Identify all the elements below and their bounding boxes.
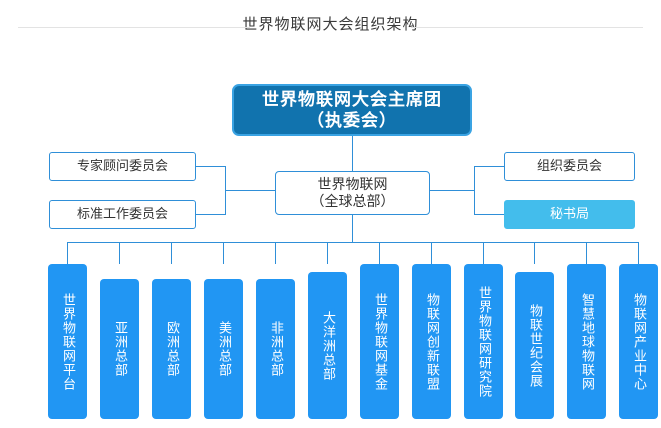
node-child-1-label: 世界物联网平台 <box>60 292 76 391</box>
connector-left-stub-2 <box>195 214 226 215</box>
node-chairman-line1: 世界物联网大会主席团 <box>262 89 442 109</box>
node-organizing-committee-label: 组织委员会 <box>536 158 602 174</box>
connector-right-to-hq <box>430 190 475 191</box>
node-child-12-label: 物联网产业中心 <box>631 292 647 391</box>
connector-child-drop-9 <box>483 242 484 264</box>
node-organizing-committee[interactable]: 组织委员会 <box>504 152 635 181</box>
node-child-4-label: 美洲总部 <box>216 321 232 377</box>
node-child-2-label: 亚洲总部 <box>112 321 128 377</box>
node-child-10[interactable]: 物联世纪会展 <box>515 272 554 419</box>
connector-child-drop-1 <box>67 242 68 264</box>
node-child-8-label: 物联网创新联盟 <box>424 292 440 391</box>
node-child-7[interactable]: 世界物联网基金 <box>360 264 399 419</box>
node-child-8[interactable]: 物联网创新联盟 <box>412 264 451 419</box>
node-child-12[interactable]: 物联网产业中心 <box>619 264 658 419</box>
node-child-5-label: 非洲总部 <box>268 321 284 377</box>
node-standards-working-committee[interactable]: 标准工作委员会 <box>49 200 196 229</box>
node-child-9-label: 世界物联网研究院 <box>476 285 492 398</box>
connector-child-drop-7 <box>379 242 380 264</box>
node-child-10-label: 物联世纪会展 <box>527 303 543 388</box>
connector-left-stub-1 <box>195 166 226 167</box>
node-secretariat[interactable]: 秘书局 <box>504 200 635 229</box>
node-secretariat-label: 秘书局 <box>549 206 589 222</box>
connector-hq-down <box>352 214 353 242</box>
node-child-2[interactable]: 亚洲总部 <box>100 279 139 419</box>
node-child-3[interactable]: 欧洲总部 <box>152 279 191 419</box>
connector-right-stub-1 <box>474 166 504 167</box>
node-headquarters-line1: 世界物联网 <box>317 175 388 192</box>
node-chairman-line2: （执委会） <box>307 111 397 130</box>
node-child-11-label: 智慧地球物联网 <box>579 292 595 391</box>
connector-child-drop-12 <box>638 242 639 264</box>
connector-child-drop-11 <box>586 242 587 264</box>
connector-children-bus <box>67 242 638 243</box>
node-headquarters-line2: （全球总部） <box>310 193 395 209</box>
node-child-1[interactable]: 世界物联网平台 <box>48 264 87 419</box>
node-child-6[interactable]: 大洋洲总部 <box>308 272 347 419</box>
node-child-7-label: 世界物联网基金 <box>372 292 388 391</box>
page-title: 世界物联网大会组织架构 <box>242 16 419 33</box>
connector-chair-to-hq <box>352 136 353 171</box>
node-child-6-label: 大洋洲总部 <box>320 310 336 381</box>
connector-child-drop-2 <box>119 242 120 264</box>
node-child-5[interactable]: 非洲总部 <box>256 279 295 419</box>
connector-child-drop-5 <box>275 242 276 264</box>
node-child-9[interactable]: 世界物联网研究院 <box>464 264 503 419</box>
title-divider-right <box>411 27 643 28</box>
connector-left-to-hq <box>225 190 275 191</box>
connector-child-drop-6 <box>327 242 328 264</box>
connector-right-stub-2 <box>474 214 504 215</box>
connector-child-drop-10 <box>534 242 535 264</box>
node-expert-advisory-committee-label: 专家顾问委员会 <box>76 158 168 174</box>
connector-child-drop-4 <box>223 242 224 264</box>
node-child-11[interactable]: 智慧地球物联网 <box>567 264 606 419</box>
node-headquarters[interactable]: 世界物联网 （全球总部） <box>275 171 430 215</box>
connector-child-drop-8 <box>431 242 432 264</box>
title-divider-left <box>18 27 250 28</box>
node-expert-advisory-committee[interactable]: 专家顾问委员会 <box>49 152 196 181</box>
node-chairman[interactable]: 世界物联网大会主席团 （执委会） <box>232 84 472 136</box>
node-child-3-label: 欧洲总部 <box>164 321 180 377</box>
connector-child-drop-3 <box>171 242 172 264</box>
node-standards-working-committee-label: 标准工作委员会 <box>76 206 168 222</box>
node-child-4[interactable]: 美洲总部 <box>204 279 243 419</box>
